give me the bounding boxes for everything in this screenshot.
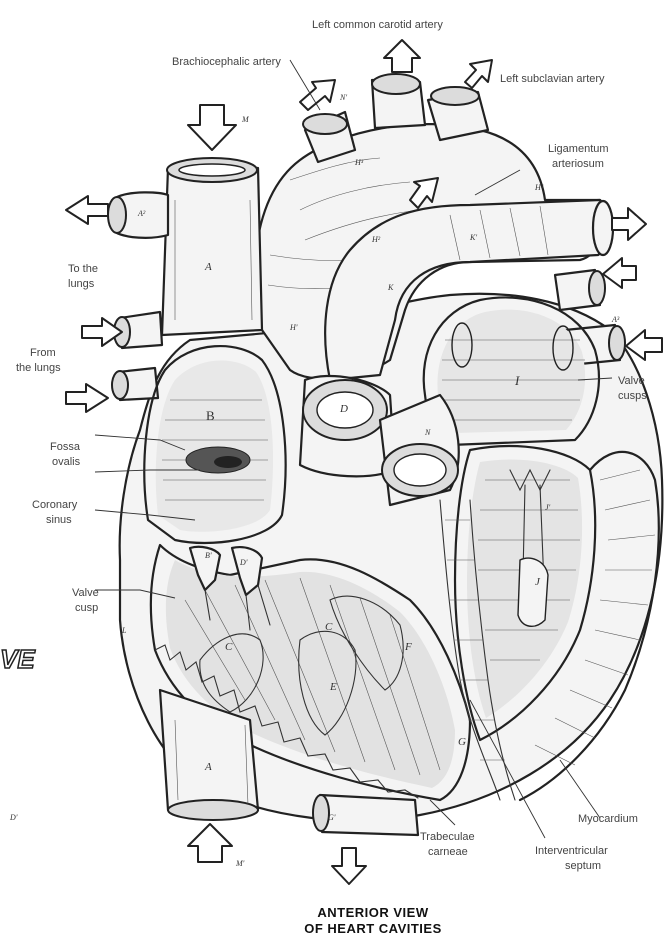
- letter-H2: H²: [371, 235, 381, 244]
- label-to-lungs-2: lungs: [68, 278, 95, 290]
- letter-D1: D': [239, 558, 248, 567]
- arrow-to-lungs: [66, 196, 108, 224]
- letter-B1: B': [205, 551, 212, 560]
- label-ligamentum-1: Ligamentum: [548, 143, 609, 155]
- label-valve-cusp-left-1: Valve: [72, 587, 99, 599]
- letter-M1: M': [235, 859, 245, 868]
- letter-B: B: [206, 408, 215, 423]
- label-from-lungs-1: From: [30, 347, 56, 359]
- letter-L: L: [121, 626, 127, 635]
- label-ivs-1: Interventricular: [535, 845, 608, 857]
- edge-text: VE: [0, 644, 35, 674]
- letter-A-svc: A: [204, 261, 212, 273]
- letter-H1: H': [289, 323, 298, 332]
- letter-A-ivc: A: [204, 761, 212, 773]
- label-left-common-carotid: Left common carotid artery: [312, 19, 443, 31]
- label-fossa-1: Fossa: [50, 441, 81, 453]
- label-ivs-2: septum: [565, 860, 601, 872]
- letter-C1: C: [225, 641, 233, 653]
- label-ligamentum-2: arteriosum: [552, 158, 604, 170]
- letter-N1: N': [339, 93, 347, 102]
- letter-H4: H⁴: [534, 183, 544, 192]
- letter-I: I: [514, 373, 520, 388]
- label-fossa-2: ovalis: [52, 456, 81, 468]
- letter-A3: A³: [611, 315, 620, 324]
- label-valve-cusps-right-1: Valve: [618, 375, 645, 387]
- letter-C2: C: [325, 621, 333, 633]
- arrow-pulmonary-out: [612, 208, 646, 240]
- label-myocardium: Myocardium: [578, 813, 638, 825]
- caption-line-1: ANTERIOR VIEW: [317, 905, 428, 920]
- arrow-carotid: [384, 40, 420, 72]
- label-left-subclavian: Left subclavian artery: [500, 73, 605, 85]
- letter-E: E: [329, 681, 337, 693]
- label-valve-cusps-right-2: cusps: [618, 390, 647, 402]
- caption: ANTERIOR VIEW OF HEART CAVITIES: [304, 905, 442, 936]
- arrow-coronary-out: [332, 848, 366, 884]
- superior-vena-cava: [162, 158, 262, 335]
- letter-G1: G': [328, 813, 336, 822]
- label-from-lungs-2: the lungs: [16, 362, 61, 374]
- arrow-from-lungs-2: [66, 384, 108, 412]
- arrow-into-svc: [188, 105, 236, 150]
- letter-J1: J': [545, 503, 551, 512]
- label-coronary-1: Coronary: [32, 499, 78, 511]
- letter-A2: A²: [137, 209, 146, 218]
- label-to-lungs-1: To the: [68, 263, 98, 275]
- arrow-into-ivc: [188, 824, 232, 862]
- label-trabeculae-1: Trabeculae: [420, 831, 475, 843]
- edge-mark: D': [9, 813, 18, 822]
- letter-G: G: [458, 736, 466, 748]
- caption-line-2: OF HEART CAVITIES: [304, 921, 442, 936]
- right-pulmonary-vessels: [108, 192, 168, 400]
- letter-K: K: [387, 283, 394, 292]
- label-trabeculae-2: carneae: [428, 846, 468, 858]
- letter-H3: H³: [354, 158, 364, 167]
- arrow-subclavian: [465, 60, 492, 88]
- letter-N: N: [424, 428, 431, 437]
- label-brachiocephalic: Brachiocephalic artery: [172, 56, 281, 68]
- arrow-pulm-vein-1: [603, 258, 636, 288]
- letter-D: D: [339, 403, 348, 415]
- letter-F: F: [404, 641, 412, 653]
- label-coronary-2: sinus: [46, 514, 72, 526]
- label-valve-cusp-left-2: cusp: [75, 602, 98, 614]
- letter-K1: K': [469, 233, 477, 242]
- arrow-pulm-vein-2: [626, 330, 662, 360]
- letter-M: M: [241, 115, 250, 124]
